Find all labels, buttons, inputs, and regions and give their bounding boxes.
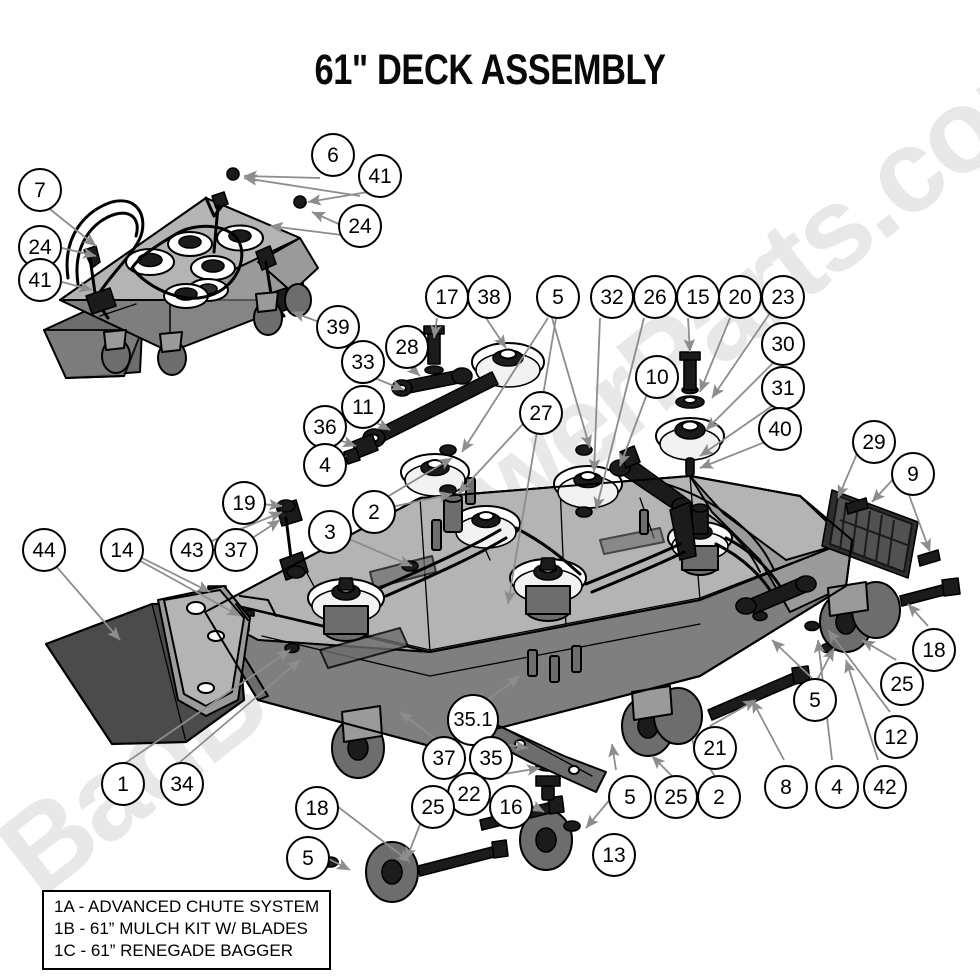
callout-25-b[interactable]: 25: [411, 785, 455, 829]
callout-42[interactable]: 42: [863, 765, 907, 809]
callout-14[interactable]: 14: [100, 528, 144, 572]
callout-41-a[interactable]: 41: [358, 154, 402, 198]
callout-5-c[interactable]: 5: [286, 836, 330, 880]
callout-33[interactable]: 33: [341, 340, 385, 384]
callout-18-b[interactable]: 18: [295, 786, 339, 830]
legend-line-1c: 1C - 61” RENEGADE BAGGER: [54, 941, 294, 961]
page-title: 61" DECK ASSEMBLY: [314, 46, 666, 94]
callout-32[interactable]: 32: [590, 275, 634, 319]
legend-line-1a: 1A - ADVANCED CHUTE SYSTEM: [54, 897, 320, 916]
callout-12[interactable]: 12: [874, 715, 918, 759]
callout-9[interactable]: 9: [891, 452, 935, 496]
callout-34[interactable]: 34: [160, 762, 204, 806]
callout-2-b[interactable]: 2: [697, 775, 741, 819]
callout-3[interactable]: 3: [308, 510, 352, 554]
callout-29[interactable]: 29: [852, 420, 896, 464]
callout-37-b[interactable]: 37: [422, 736, 466, 780]
discharge-chute: [44, 585, 277, 746]
callout-40[interactable]: 40: [758, 407, 802, 451]
legend-box: 1A - ADVANCED CHUTE SYSTEM 1B - 61” MULC…: [42, 890, 332, 971]
callout-18-a[interactable]: 18: [912, 628, 956, 672]
callout-31[interactable]: 31: [761, 366, 805, 410]
callout-13[interactable]: 13: [592, 833, 636, 877]
callout-25-c[interactable]: 25: [654, 775, 698, 819]
callout-44[interactable]: 44: [22, 528, 66, 572]
callout-38[interactable]: 38: [467, 275, 511, 319]
callout-5-b[interactable]: 5: [793, 678, 837, 722]
callout-6[interactable]: 6: [311, 133, 355, 177]
callout-11[interactable]: 11: [341, 385, 385, 429]
callout-30[interactable]: 30: [761, 322, 805, 366]
callout-23[interactable]: 23: [761, 275, 805, 319]
baffle-panel: [821, 489, 941, 579]
callout-16[interactable]: 16: [489, 785, 533, 829]
callout-21[interactable]: 21: [693, 726, 737, 770]
callout-4-b[interactable]: 4: [815, 765, 859, 809]
callout-37-a[interactable]: 37: [214, 528, 258, 572]
callout-41-b[interactable]: 41: [18, 258, 62, 302]
callout-1[interactable]: 1: [101, 762, 145, 806]
callout-28[interactable]: 28: [385, 325, 429, 369]
callout-19[interactable]: 19: [222, 481, 266, 525]
callout-5-a[interactable]: 5: [536, 275, 580, 319]
callout-5-d[interactable]: 5: [608, 775, 652, 819]
right-side-rod: [735, 575, 817, 615]
inset-deck-subassembly: [43, 167, 319, 379]
callout-20[interactable]: 20: [718, 275, 762, 319]
callout-15[interactable]: 15: [676, 275, 720, 319]
callout-7[interactable]: 7: [18, 168, 62, 212]
callout-27[interactable]: 27: [519, 391, 563, 435]
legend-line-1b: 1B - 61” MULCH KIT W/ BLADES: [54, 919, 308, 939]
front-left-lift-bracket: [207, 499, 309, 633]
callout-24-a[interactable]: 24: [338, 204, 382, 248]
callout-43[interactable]: 43: [170, 528, 214, 572]
callout-8[interactable]: 8: [764, 765, 808, 809]
callout-10[interactable]: 10: [635, 355, 679, 399]
callout-17[interactable]: 17: [425, 275, 469, 319]
callout-26[interactable]: 26: [633, 275, 677, 319]
callout-2-a[interactable]: 2: [352, 490, 396, 534]
callout-4-a[interactable]: 4: [303, 443, 347, 487]
callout-25-a[interactable]: 25: [880, 662, 924, 706]
